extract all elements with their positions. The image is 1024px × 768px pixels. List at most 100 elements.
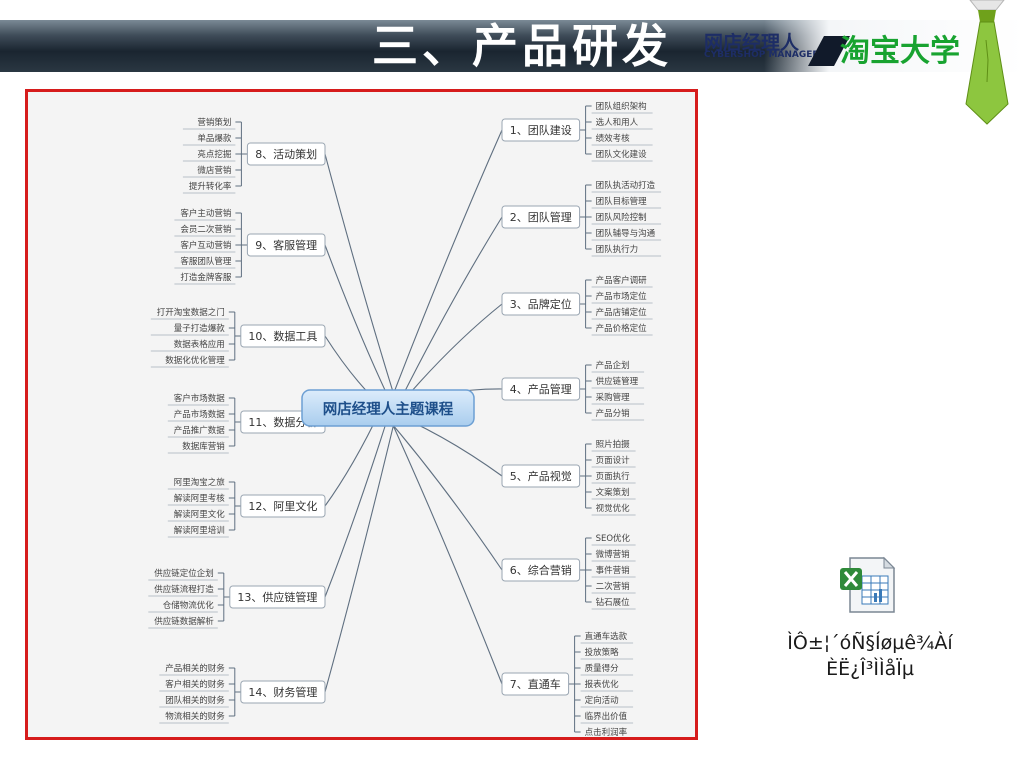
leaf-item: 产品店铺定位 bbox=[596, 307, 648, 318]
leaf-item: 产品市场数据 bbox=[174, 409, 226, 420]
leaf-item: 投放策略 bbox=[585, 647, 620, 658]
leaf-item: 质量得分 bbox=[585, 663, 620, 674]
leaf-item: 提升转化率 bbox=[189, 181, 232, 192]
caption-line-1: ÌÔ±¦´óÑ§Íøµê¾­Àí bbox=[787, 632, 953, 654]
leaf-item: 产品分销 bbox=[596, 408, 631, 419]
branch-box bbox=[240, 494, 326, 518]
leaf-item: 团队文化建设 bbox=[596, 149, 648, 160]
branch-label: 12、阿里文化 bbox=[248, 499, 317, 513]
leaf-item: 团队组织架构 bbox=[596, 101, 647, 112]
branch-connector bbox=[324, 153, 399, 409]
branch-label: 2、团队管理 bbox=[510, 210, 572, 224]
branch-label: 5、产品视觉 bbox=[510, 469, 572, 483]
mindmap-nodes: 1、团队建设团队组织架构选人和用人绩效考核团队文化建设2、团队管理团队执活动打造… bbox=[148, 101, 662, 737]
branch-box bbox=[246, 142, 326, 166]
leaf-item: 照片拍摄 bbox=[596, 439, 631, 450]
leaf-item: 营销策划 bbox=[197, 117, 231, 128]
branch-label: 8、活动策划 bbox=[255, 147, 317, 161]
branch-node: 4、产品管理 bbox=[501, 377, 581, 401]
leaf-item: 供应链管理 bbox=[596, 376, 639, 387]
leaf-item: 定向活动 bbox=[585, 695, 620, 706]
branch-label: 10、数据工具 bbox=[248, 329, 317, 343]
tie-icon bbox=[965, 0, 1009, 125]
branch-box bbox=[240, 680, 326, 704]
branch-box bbox=[501, 377, 581, 401]
leaf-item: 二次营销 bbox=[596, 581, 631, 592]
leaf-item: 单品爆款 bbox=[197, 133, 232, 144]
leaf-item: 物流相关的财务 bbox=[165, 711, 225, 722]
leaf-item: 会员二次营销 bbox=[180, 224, 232, 235]
leaf-item: 亮点挖掘 bbox=[197, 149, 231, 160]
branch-label: 6、综合营销 bbox=[510, 563, 572, 577]
slide-title: 三、产品研发 bbox=[372, 19, 672, 73]
leaf-item: 数据库营销 bbox=[182, 441, 225, 452]
leaf-item: 供应链流程打造 bbox=[154, 584, 214, 595]
leaf-item: 解读阿里考核 bbox=[174, 493, 226, 504]
excel-file-icon[interactable] bbox=[838, 556, 898, 614]
branch-connector bbox=[377, 407, 503, 571]
leaf-item: 采购管理 bbox=[596, 392, 631, 403]
branch-box bbox=[229, 585, 326, 609]
branch-node: 8、活动策划 bbox=[246, 142, 326, 166]
branch-label: 13、供应链管理 bbox=[237, 590, 317, 604]
mindmap-diagram: 1、团队建设团队组织架构选人和用人绩效考核团队文化建设2、团队管理团队执活动打造… bbox=[148, 101, 662, 737]
leaf-item: 量子打造爆款 bbox=[174, 323, 226, 334]
attachment-caption[interactable]: ÌÔ±¦´óÑ§Íøµê¾­Àí ÈË¿Î³ÌÌåÏµ bbox=[760, 630, 980, 682]
leaf-item: 打开淘宝数据之门 bbox=[157, 307, 225, 318]
leaf-item: 客户相关的财务 bbox=[165, 679, 225, 690]
branch-node: 9、客服管理 bbox=[246, 233, 326, 257]
caption-line-2: ÈË¿Î³ÌÌåÏµ bbox=[826, 658, 914, 680]
leaf-item: 团队目标管理 bbox=[596, 196, 648, 207]
logo-chinese-text: 网店经理人 bbox=[704, 32, 800, 54]
center-box bbox=[301, 389, 475, 427]
taobao-university-logo: 淘宝大学 bbox=[840, 34, 960, 69]
leaf-item: 打造金牌客服 bbox=[180, 272, 232, 283]
branch-box bbox=[240, 324, 326, 348]
leaf-item: 解读阿里培训 bbox=[174, 525, 225, 536]
leaf-item: 点击利润率 bbox=[585, 727, 628, 737]
leaf-item: 数据表格应用 bbox=[174, 339, 225, 350]
branch-node: 6、综合营销 bbox=[501, 558, 581, 582]
branch-connector bbox=[324, 407, 392, 598]
leaf-item: 供应链定位企划 bbox=[154, 568, 214, 579]
leaf-item: 页面执行 bbox=[596, 471, 631, 482]
leaf-item: 微博营销 bbox=[596, 549, 631, 560]
leaf-item: 选人和用人 bbox=[596, 117, 639, 128]
leaf-item: 文案策划 bbox=[596, 487, 630, 498]
leaf-item: 客户主动营销 bbox=[180, 208, 232, 219]
center-node: 网店经理人主题课程 bbox=[301, 389, 475, 427]
branch-node: 3、品牌定位 bbox=[501, 292, 581, 316]
branch-node: 13、供应链管理 bbox=[229, 585, 326, 609]
leaf-item: 客户互动营销 bbox=[180, 240, 232, 251]
branch-node: 1、团队建设 bbox=[501, 118, 581, 142]
connector-lines bbox=[217, 105, 592, 733]
leaf-item: 绩效考核 bbox=[596, 133, 631, 144]
leaf-item: 页面设计 bbox=[596, 455, 631, 466]
branch-label: 4、产品管理 bbox=[510, 382, 572, 396]
leaf-item: 事件营销 bbox=[596, 565, 631, 576]
leaf-item: 临界出价值 bbox=[585, 711, 628, 722]
leaf-item: 阿里淘宝之旅 bbox=[174, 477, 226, 488]
branch-node: 7、直通车 bbox=[501, 672, 570, 696]
leaf-item: 供应链数据解析 bbox=[154, 616, 214, 627]
leaf-item: 微店营销 bbox=[197, 165, 232, 176]
branch-connector bbox=[384, 407, 503, 685]
leaf-item: 产品价格定位 bbox=[596, 323, 648, 334]
branch-box bbox=[246, 233, 326, 257]
branch-connector bbox=[324, 407, 399, 693]
branch-label: 1、团队建设 bbox=[510, 123, 572, 137]
logo-english-text: CYBERSHOP MANAGER bbox=[704, 50, 820, 60]
branch-label: 9、客服管理 bbox=[255, 238, 317, 252]
leaf-item: 视觉优化 bbox=[596, 503, 631, 514]
branch-box bbox=[501, 558, 581, 582]
branch-box bbox=[501, 205, 581, 229]
branch-connector bbox=[387, 129, 503, 409]
leaf-item: 钻石展位 bbox=[596, 597, 631, 608]
branch-box bbox=[501, 464, 581, 488]
branch-label: 7、直通车 bbox=[510, 677, 561, 691]
leaf-item: 仓储物流优化 bbox=[163, 600, 215, 611]
leaf-item: 产品推广数据 bbox=[174, 425, 226, 436]
branch-node: 5、产品视觉 bbox=[501, 464, 581, 488]
leaf-item: 产品市场定位 bbox=[596, 291, 648, 302]
